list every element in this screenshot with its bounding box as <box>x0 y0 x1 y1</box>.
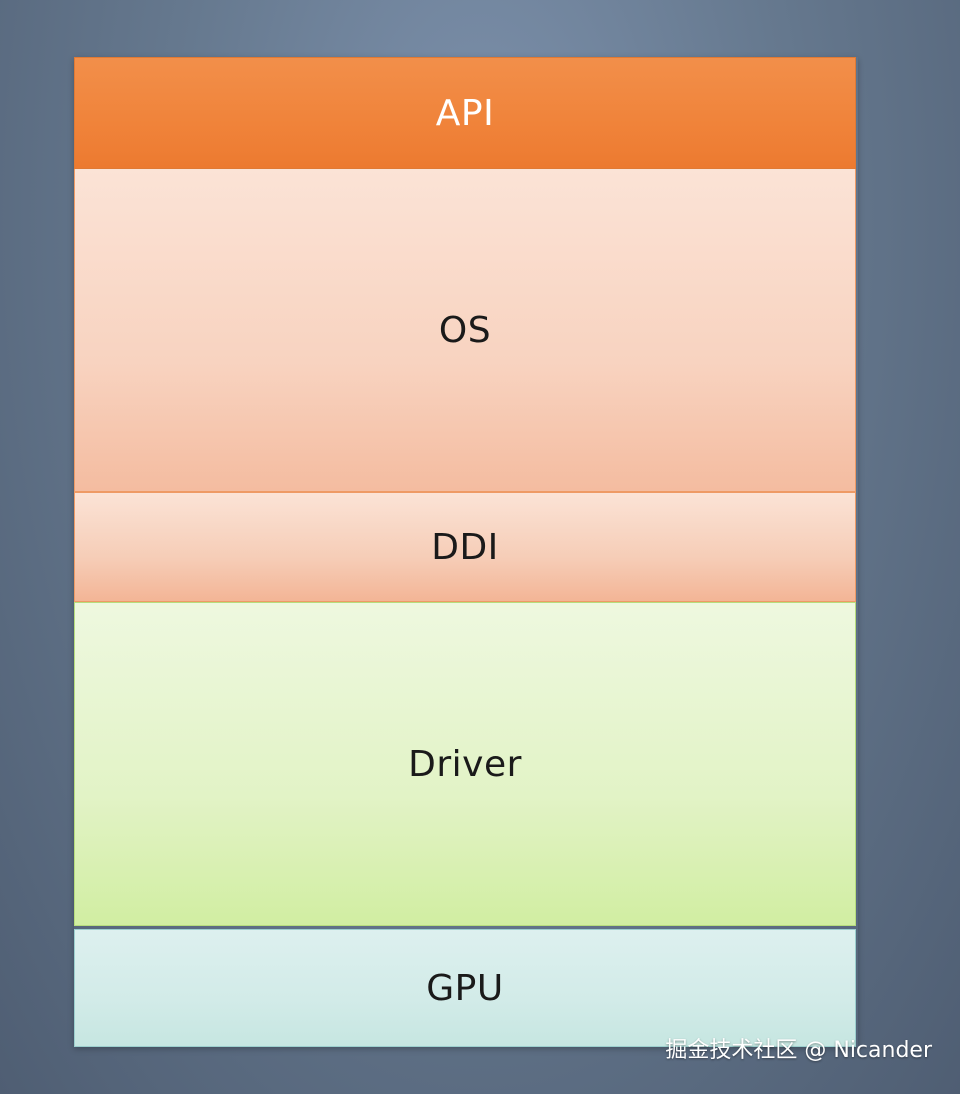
layer-driver: Driver <box>74 602 856 926</box>
layer-ddi: DDI <box>74 492 856 602</box>
layer-gpu: GPU <box>74 929 856 1047</box>
watermark-text: 掘金技术社区 @ Nicander <box>665 1038 932 1063</box>
layer-ddi-label: DDI <box>431 526 499 568</box>
layer-os: OS <box>74 169 856 492</box>
architecture-stack: API OS DDI Driver GPU <box>74 57 858 1047</box>
layer-os-label: OS <box>438 309 492 351</box>
layer-api-label: API <box>435 92 495 134</box>
layer-driver-label: Driver <box>408 743 522 785</box>
layer-api: API <box>74 57 856 169</box>
layer-gpu-label: GPU <box>426 967 504 1009</box>
